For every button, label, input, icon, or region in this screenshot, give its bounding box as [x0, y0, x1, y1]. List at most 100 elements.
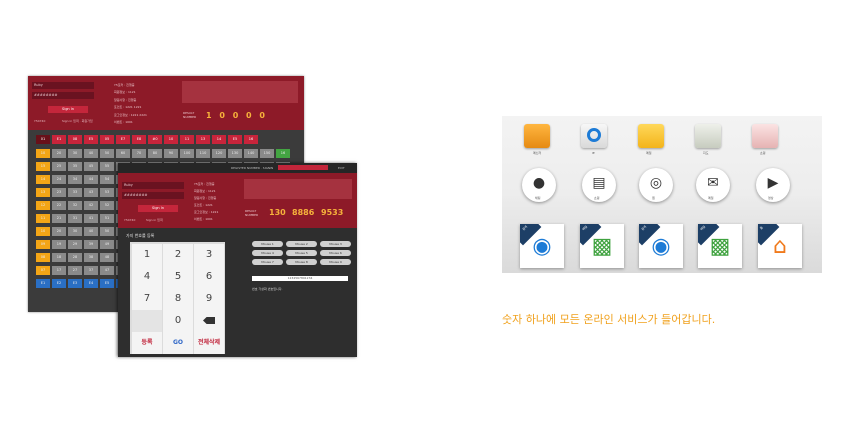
grid-cell[interactable]: 120 [212, 149, 226, 158]
grid-cell[interactable]: 45 [84, 162, 98, 171]
tab-9[interactable]: 11 [180, 135, 194, 144]
grid-cell[interactable]: 51 [100, 214, 114, 223]
tab-4[interactable]: 05 [100, 135, 114, 144]
grid-cell[interactable]: 24 [52, 175, 66, 184]
grid-cell[interactable]: 40 [84, 227, 98, 236]
mouse-chip-9[interactable]: Mouse 9 [320, 259, 351, 265]
grid-cell[interactable]: 42 [84, 201, 98, 210]
key-9[interactable]: 9 [194, 288, 224, 310]
backspace-key[interactable] [194, 310, 224, 332]
signin-button[interactable]: Sign In [138, 205, 178, 212]
grid-cell[interactable]: 11 [36, 214, 50, 223]
mouse-chip-5[interactable]: Mouse 5 [286, 250, 317, 256]
grid-cell[interactable]: 110 [196, 149, 210, 158]
id-field[interactable]: ######## [122, 192, 184, 199]
tab-13[interactable]: 16 [244, 135, 258, 144]
grid-cell[interactable]: E4 [84, 279, 98, 288]
grid-cell[interactable]: 43 [84, 188, 98, 197]
key-5[interactable]: 5 [163, 266, 193, 288]
grid-cell[interactable]: 50 [100, 149, 114, 158]
grid-cell[interactable]: 23 [52, 188, 66, 197]
tab-0[interactable]: 01 [36, 135, 50, 144]
grid-cell[interactable]: 48 [100, 253, 114, 262]
grid-cell[interactable]: 10 [36, 227, 50, 236]
tab-8[interactable]: 10 [164, 135, 178, 144]
mouse-chip-2[interactable]: Mouse 2 [286, 241, 317, 247]
grid-cell[interactable]: 35 [68, 162, 82, 171]
tab-1[interactable]: E1 [52, 135, 66, 144]
grid-cell[interactable]: 31 [68, 214, 82, 223]
tab-7[interactable]: #0 [148, 135, 162, 144]
grid-cell[interactable]: 39 [84, 240, 98, 249]
mouse-chip-7[interactable]: Mouse 7 [252, 259, 283, 265]
grid-cell[interactable]: 55 [100, 162, 114, 171]
tab-6[interactable]: E8 [132, 135, 146, 144]
grid-cell[interactable]: 130 [228, 149, 242, 158]
register-button[interactable]: 등록 [132, 332, 162, 354]
grid-cell[interactable]: 17 [52, 266, 66, 275]
mouse-chip-4[interactable]: Mouse 4 [252, 250, 283, 256]
delete-all-button[interactable]: 전체삭제 [194, 332, 224, 354]
grid-cell[interactable]: 13 [36, 188, 50, 197]
grid-cell[interactable]: 30 [68, 149, 82, 158]
grid-cell[interactable]: 27 [68, 266, 82, 275]
grid-cell[interactable]: 09 [36, 240, 50, 249]
grid-cell[interactable]: 16 [276, 149, 290, 158]
grid-cell[interactable]: 08 [36, 253, 50, 262]
grid-cell[interactable]: E5 [100, 279, 114, 288]
grid-cell[interactable]: 25 [52, 162, 66, 171]
mouse-chip-3[interactable]: Mouse 3 [320, 241, 351, 247]
key-8[interactable]: 8 [163, 288, 193, 310]
grid-cell[interactable]: 60 [116, 149, 130, 158]
grid-cell[interactable]: 37 [84, 266, 98, 275]
tab-11[interactable]: 14 [212, 135, 226, 144]
grid-cell[interactable]: 90 [164, 149, 178, 158]
grid-cell[interactable]: 80 [148, 149, 162, 158]
grid-cell[interactable]: 30 [68, 227, 82, 236]
go-button[interactable]: GO [163, 332, 193, 354]
key-6[interactable]: 6 [194, 266, 224, 288]
grid-cell[interactable]: 38 [84, 253, 98, 262]
grid-cell[interactable]: E1 [36, 279, 50, 288]
grid-cell[interactable]: 15 [36, 162, 50, 171]
key-3[interactable]: 3 [194, 244, 224, 266]
grid-cell[interactable]: 41 [84, 214, 98, 223]
grid-cell[interactable]: 54 [100, 175, 114, 184]
grid-cell[interactable]: 14 [36, 175, 50, 184]
grid-cell[interactable]: 33 [68, 188, 82, 197]
grid-cell[interactable]: E3 [68, 279, 82, 288]
grid-cell[interactable]: 10 [36, 149, 50, 158]
grid-cell[interactable]: 20 [52, 149, 66, 158]
grid-cell[interactable]: 18 [52, 253, 66, 262]
grid-cell[interactable]: 34 [68, 175, 82, 184]
grid-cell[interactable]: 53 [100, 188, 114, 197]
grid-cell[interactable]: 22 [52, 201, 66, 210]
grid-cell[interactable]: 32 [68, 201, 82, 210]
grid-cell[interactable]: 100 [180, 149, 194, 158]
grid-cell[interactable]: E2 [52, 279, 66, 288]
grid-cell[interactable]: 47 [100, 266, 114, 275]
grid-cell[interactable]: 70 [132, 149, 146, 158]
tab-10[interactable]: 13 [196, 135, 210, 144]
footer-right[interactable]: Sign in 입력 [146, 218, 163, 222]
grid-cell[interactable]: 50 [100, 227, 114, 236]
grid-cell[interactable]: 52 [100, 201, 114, 210]
signin-button[interactable]: Sign In [48, 106, 88, 113]
key-1[interactable]: 1 [132, 244, 162, 266]
grid-cell[interactable]: 07 [36, 266, 50, 275]
grid-cell[interactable]: 12 [36, 201, 50, 210]
tab-12[interactable]: E5 [228, 135, 242, 144]
exit-button[interactable]: EXIT [338, 166, 345, 170]
mouse-chip-1[interactable]: Mouse 1 [252, 241, 283, 247]
grid-cell[interactable]: 150 [260, 149, 274, 158]
tab-2[interactable]: 08 [68, 135, 82, 144]
titlebar-field[interactable] [278, 165, 328, 170]
mouse-chip-6[interactable]: Mouse 6 [320, 250, 351, 256]
mouse-chip-8[interactable]: Mouse 8 [286, 259, 317, 265]
footer-right[interactable]: Sign in 입력 · 회원가입 [62, 119, 93, 123]
grid-cell[interactable]: 19 [52, 240, 66, 249]
grid-cell[interactable]: 49 [100, 240, 114, 249]
grid-cell[interactable]: 20 [52, 227, 66, 236]
grid-cell[interactable]: 29 [68, 240, 82, 249]
key-7[interactable]: 7 [132, 288, 162, 310]
